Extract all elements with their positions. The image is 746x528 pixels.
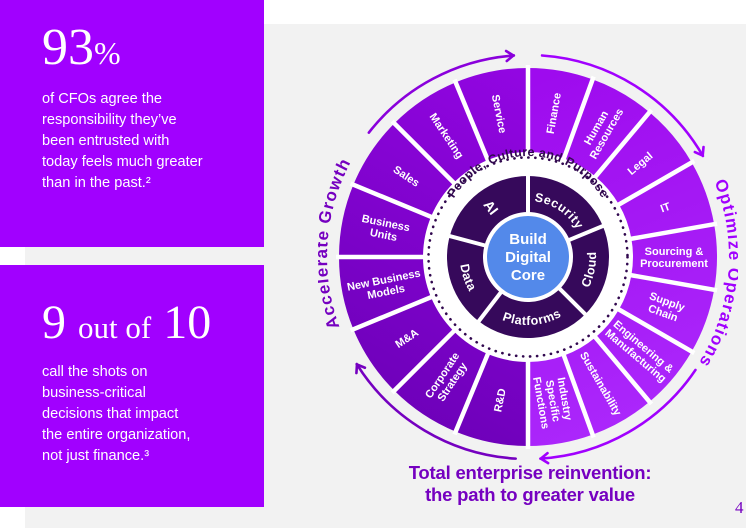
segment-divider	[560, 351, 596, 439]
segment-divider	[627, 221, 718, 242]
stat-9of10-body-line: decisions that impact	[42, 406, 179, 422]
wheel-caption-line2: the path to greater value	[425, 484, 635, 505]
segment-divider	[627, 272, 718, 293]
stat-93-percent-sign: %	[94, 35, 121, 71]
wheel-segment-sourcing-procurement	[631, 224, 718, 290]
core-segment-divider	[447, 233, 487, 248]
wheel-segment-label-sourcing-procurement: Sourcing &Procurement	[640, 246, 708, 270]
cfo-decisions-stat-card: 9 out of 10 call the shots on business-c…	[0, 265, 264, 507]
segment-divider	[614, 159, 696, 209]
wheel-segment-r-d	[455, 354, 528, 446]
stat-93-body-line: responsibility they’ve	[42, 112, 177, 128]
stat-93-body-line: of CFOs agree the	[42, 91, 163, 107]
stat-9of10-body: call the shots on business-critical deci…	[42, 362, 244, 467]
segment-divider	[390, 119, 459, 188]
stat-9of10-body-line: the entire organization,	[42, 427, 191, 443]
segment-divider	[390, 326, 459, 395]
page-number: 4	[735, 498, 744, 517]
stat-93-body-line: than in the past.²	[42, 175, 151, 191]
flow-arc-bottom-right	[539, 368, 697, 465]
wheel-segment-supply-chain	[618, 275, 715, 352]
core-segment-security	[528, 176, 603, 240]
wheel-segment-it	[618, 162, 715, 239]
stat-93-body: of CFOs agree the responsibility they’ve…	[42, 89, 244, 194]
segment-divider	[452, 78, 492, 165]
wheel-segment-industry-specific-functions	[528, 355, 593, 446]
core-segment-divider	[475, 289, 504, 325]
flow-arc-bottom-left	[355, 362, 517, 460]
stat-9of10-body-line: call the shots on	[42, 364, 148, 380]
stat-93-body-line: been entrusted with	[42, 133, 170, 149]
segment-divider	[614, 305, 696, 355]
flow-arc-top-left	[367, 49, 516, 134]
segment-divider	[452, 349, 492, 436]
wheel-segment-label-it: IT	[659, 201, 673, 216]
stat-9of10-body-line: not just finance.³	[42, 448, 150, 464]
segment-divider	[560, 75, 596, 163]
segment-divider	[591, 332, 654, 406]
core-segment-data	[447, 236, 501, 322]
stat-93-value: 93	[42, 19, 94, 76]
core-segment-platforms	[478, 288, 586, 339]
wheel-segment-new-business-models	[339, 257, 431, 330]
wheel-segment-engineering-manufacturing	[595, 309, 692, 402]
segment-divider	[591, 108, 654, 182]
wheel-caption: Total enterprise reinvention: the path t…	[330, 462, 730, 506]
segment-divider	[349, 293, 436, 333]
core-segment-cloud	[559, 226, 610, 315]
core-segment-ai	[449, 176, 528, 246]
wheel-segment-business-units	[339, 184, 431, 257]
stat-9of10-first-number: 9	[42, 296, 66, 349]
core-segment-divider	[566, 223, 606, 243]
stat-93-percent-headline: 93%	[42, 22, 244, 74]
wheel-caption-line1: Total enterprise reinvention:	[408, 462, 652, 483]
dotted-divider-circle	[427, 156, 629, 358]
stat-93-body-line: today feels much greater	[42, 154, 203, 170]
stat-9of10-headline: 9 out of 10	[42, 299, 244, 347]
wheel-segment-service	[455, 68, 528, 160]
segment-divider	[349, 181, 436, 221]
flow-arc-top-right	[540, 54, 705, 158]
cfo-responsibility-stat-card: 93% of CFOs agree the responsibility the…	[0, 0, 264, 247]
stat-9of10-body-line: business-critical	[42, 385, 146, 401]
stat-9of10-second-number: 10	[163, 296, 212, 349]
digital-core-circle	[487, 216, 569, 298]
wheel-segment-label-r-d: R&D	[492, 387, 508, 413]
stat-9of10-out-of: out of	[78, 310, 152, 345]
core-segment-divider	[556, 285, 589, 318]
wheel-segment-legal	[595, 112, 692, 205]
wheel-segment-finance	[528, 68, 593, 159]
